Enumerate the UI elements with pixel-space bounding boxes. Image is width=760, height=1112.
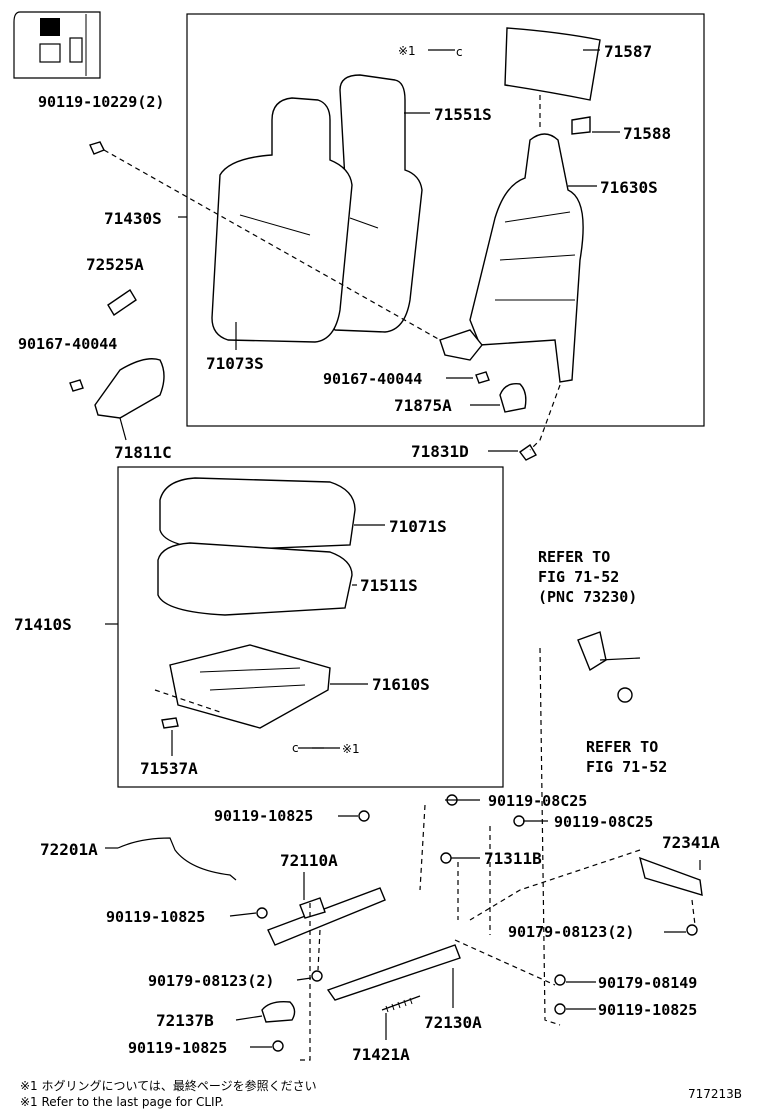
label-71610S: 71610S [372,675,430,694]
part-72137B-knob [261,1000,296,1023]
refer-notes: REFER TO FIG 71-52 (PNC 73230) REFER TO … [538,548,667,776]
cushion-assembly-box [117,466,504,788]
part-72110A-rail [267,887,386,946]
part-72201A-wire [117,837,237,881]
part-71875A [499,383,527,413]
label-90179-08149: 90179-08149 [598,974,697,992]
label-90119-10825-d: 90119-10825 [128,1039,227,1057]
refer2-line2: FIG 71-52 [586,758,667,776]
clip-mark-top: ※1 [398,44,416,58]
refer1-line2: FIG 71-52 [538,568,619,586]
part-90119-10229-bolt [89,141,105,155]
part-seatback [211,74,423,343]
label-90179-08123-left: 90179-08123(2) [148,972,274,990]
refer1-line3: (PNC 73230) [538,588,637,606]
diagram-id: 717213B [688,1087,742,1101]
label-71071S: 71071S [389,517,447,536]
footnote-en: ※1 Refer to the last page for CLIP. [20,1095,224,1109]
fastener-bolts [256,794,698,1052]
label-90179-08123-right: 90179-08123(2) [508,923,634,941]
seatbelt-buckle [577,631,641,703]
part-71537A [161,717,179,729]
part-71071S-cover [159,477,356,551]
part-72341A [639,856,703,896]
label-71421A: 71421A [352,1045,410,1064]
leader-lines [105,49,701,1048]
label-72110A: 72110A [280,851,338,870]
clip-mark-mid: ※1 [342,742,360,756]
label-71311B: 71311B [484,849,542,868]
label-72130A: 72130A [424,1013,482,1032]
clip-symbol-mid: c [292,741,299,755]
part-72525A-clip [107,289,137,316]
label-90119-08C25-a: 90119-08C25 [488,792,587,810]
part-labels: 71587 71588 71551S 71630S 71430S 71073S … [14,42,720,1064]
label-71551S: 71551S [434,105,492,124]
label-90167-40044-right: 90167-40044 [323,370,422,388]
clip-symbol-top: c [456,45,463,59]
part-71831D-clip [519,443,537,461]
part-71511S-pad [157,542,353,616]
refer1-line1: REFER TO [538,548,610,566]
label-71073S: 71073S [206,354,264,373]
clip-marks: ※1 c c ※1 [292,44,463,756]
part-90167-40044-bolt-right [475,371,490,384]
part-72130A-rail [326,944,461,1001]
seat-location-icon [13,11,101,79]
label-90119-10825-b: 90119-10825 [106,908,205,926]
label-90167-40044-left: 90167-40044 [18,335,117,353]
label-71587: 71587 [604,42,652,61]
label-71831D: 71831D [411,442,469,461]
label-71511S: 71511S [360,576,418,595]
part-71630S-frame [439,133,584,383]
label-71875A: 71875A [394,396,452,415]
label-71630S: 71630S [600,178,658,197]
label-71811C: 71811C [114,443,172,462]
label-90119-10825-a: 90119-10825 [214,807,313,825]
part-71588 [571,116,591,135]
part-71811C-cover [94,358,165,419]
label-90119-10825-c: 90119-10825 [598,1001,697,1019]
label-72525A: 72525A [86,255,144,274]
label-72341A: 72341A [662,833,720,852]
part-71610S-frame [169,644,331,729]
label-71430S: 71430S [104,209,162,228]
footnote-jp: ※1 ホグリングについては、最終ページを参照ください [20,1078,317,1093]
label-71537A: 71537A [140,759,198,778]
label-72201A: 72201A [40,840,98,859]
part-71421A-spring [381,995,421,1013]
label-90119-08C25-b: 90119-08C25 [554,813,653,831]
dashed-lines [103,95,696,1061]
footnotes: ※1 ホグリングについては、最終ページを参照ください ※1 Refer to t… [20,1078,742,1109]
seatback-assembly-box [186,13,705,427]
label-90119-10229: 90119-10229(2) [38,93,164,111]
label-71410S: 71410S [14,615,72,634]
label-71588: 71588 [623,124,671,143]
part-90167-40044-bolt-left [69,379,84,392]
label-72137B: 72137B [156,1011,214,1030]
refer2-line1: REFER TO [586,738,658,756]
part-71587-pad [504,27,601,101]
